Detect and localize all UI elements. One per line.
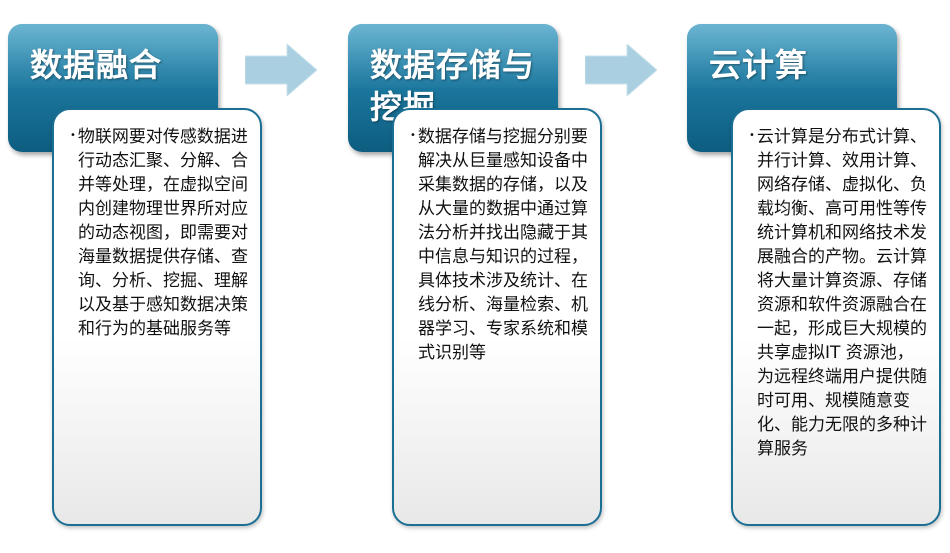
stage-description: •数据存储与挖掘分别要解决从巨量感知设备中采集数据的存储，以及从大量的数据中通过…: [410, 124, 590, 365]
right-arrow-icon: [245, 44, 317, 96]
stage-title: 数据存储与挖掘: [370, 46, 536, 126]
stage-description-text: 云计算是分布式计算、并行计算、效用计算、网络存储、虚拟化、负载均衡、高可用性等传…: [756, 127, 927, 459]
stage-description-text: 数据存储与挖掘分别要解决从巨量感知设备中采集数据的存储，以及从大量的数据中通过算…: [417, 127, 588, 363]
bullet-icon: •: [410, 130, 416, 141]
bullet-icon: •: [749, 130, 755, 141]
stage-description-text: 物联网要对传感数据进行动态汇聚、分解、合并等处理，在虚拟空间内创建物理世界所对应…: [77, 127, 248, 339]
stage-title: 数据融合: [30, 46, 163, 84]
right-arrow-icon: [585, 44, 657, 96]
stage-title: 云计算: [709, 46, 809, 84]
bullet-icon: •: [70, 130, 76, 141]
stage-header-storage-mining: 数据存储与挖掘: [348, 24, 558, 152]
stage-detail-box-storage-mining: •数据存储与挖掘分别要解决从巨量感知设备中采集数据的存储，以及从大量的数据中通过…: [392, 108, 602, 526]
stage-detail-box-data-fusion: •物联网要对传感数据进行动态汇聚、分解、合并等处理，在虚拟空间内创建物理世界所对…: [52, 108, 262, 526]
stage-detail-box-cloud-computing: •云计算是分布式计算、并行计算、效用计算、网络存储、虚拟化、负载均衡、高可用性等…: [731, 108, 941, 526]
stage-description: •物联网要对传感数据进行动态汇聚、分解、合并等处理，在虚拟空间内创建物理世界所对…: [70, 124, 250, 341]
stage-description: •云计算是分布式计算、并行计算、效用计算、网络存储、虚拟化、负载均衡、高可用性等…: [749, 124, 929, 461]
